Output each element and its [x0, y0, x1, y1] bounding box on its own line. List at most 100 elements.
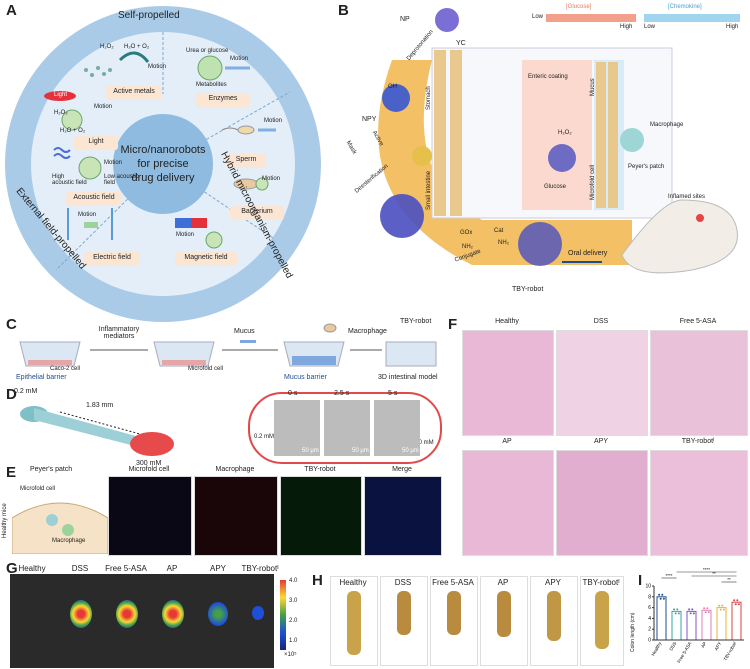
bar-3: [701, 609, 712, 641]
h-label-ap: AP: [497, 578, 509, 587]
x-tick-label: APY: [714, 641, 723, 651]
g-mouse-5-signal: [208, 602, 228, 626]
y-tick-label: 0: [648, 638, 651, 644]
g-label-dss: DSS: [71, 564, 89, 573]
anno-motion-8: Motion: [176, 232, 195, 238]
active-metal-particles-icon: [84, 51, 150, 77]
item-light: Light: [88, 138, 104, 145]
anno-motion-7: Motion: [262, 176, 281, 182]
h-label-healthy: Healthy: [339, 578, 367, 587]
c-model3d: 3D intestinal model: [378, 374, 438, 381]
anno-low-acoustic: Low acoustic field: [104, 174, 139, 186]
anno-motion-3: Motion: [94, 104, 113, 110]
data-point: [704, 611, 707, 614]
item-electric: Electric field: [93, 254, 131, 261]
label-mucus: Mucus: [590, 78, 596, 96]
item-bacterium: Bacterium: [241, 208, 273, 215]
h-label-dss: DSS: [394, 578, 412, 587]
g-mouse-3-signal: [116, 600, 138, 628]
f-label-ap: AP: [502, 438, 512, 445]
f-tile-healthy: [462, 330, 554, 436]
significance-label: ****: [703, 567, 710, 572]
panel-e-label: E: [6, 464, 17, 481]
h-colon-4: [480, 576, 528, 666]
data-point: [659, 597, 662, 600]
c-mucus: Mucus: [234, 328, 255, 335]
anno-high-acoustic: High acoustic field: [52, 174, 87, 186]
g-label-tby: TBY-robotᴵ: [241, 564, 279, 573]
anno-h2o2-1: H₂O₂: [100, 44, 114, 50]
panel-b: B NP YC NPY OH Deprotonation Mask Active…: [332, 0, 750, 310]
e-tby: TBY-robot: [304, 466, 336, 473]
e-microfold-cell: Microfold cell: [128, 466, 170, 473]
data-point: [737, 603, 740, 606]
item-active-metals: Active metals: [113, 88, 155, 95]
g-scale-unit: ×10⁵: [284, 652, 297, 658]
label-tby: TBY-robot: [512, 286, 544, 293]
label-oral: Oral delivery: [568, 250, 608, 257]
ring-top-label: Self-propelled: [118, 10, 180, 21]
f-tile-free-5asa: [650, 330, 748, 436]
label-low2: Low: [644, 24, 656, 30]
data-point: [736, 599, 739, 602]
panel-a-label: A: [6, 2, 17, 19]
bar-0: [656, 596, 667, 641]
anno-motion-2: Motion: [230, 56, 249, 62]
data-point: [722, 608, 725, 611]
panel-a-diagram: [5, 6, 321, 322]
e-macrophage-image: [194, 476, 278, 556]
label-high1: High: [620, 24, 633, 30]
anno-metabolites: Metabolites: [196, 82, 227, 88]
bar-1: [671, 610, 682, 641]
enzyme-sphere-icon: [197, 55, 250, 81]
bar-2: [686, 610, 697, 641]
bar-5: [731, 601, 742, 641]
label-glucose: Glucose: [544, 184, 567, 190]
g-image-strip: [10, 574, 274, 668]
c-inflam: Inflammatory mediators: [98, 326, 140, 340]
label-stomach: Stomach: [426, 86, 432, 110]
magnet-icon: [175, 218, 223, 249]
anno-motion-4: Motion: [104, 160, 123, 166]
label-h2o2: H₂O₂: [558, 130, 572, 136]
f-label-dss: DSS: [593, 318, 609, 325]
panel-d: D 0.2 mM 1.83 mm 300 mM 0.2 mM 300 mM 0 …: [0, 386, 442, 467]
item-sperm: Sperm: [235, 156, 257, 163]
e-microfold-image: [108, 476, 192, 556]
data-point: [721, 604, 724, 607]
c-epithelial: Epithelial barrier: [16, 374, 67, 381]
electric-field-icon: [67, 208, 113, 240]
item-acoustic: Acoustic field: [73, 194, 115, 201]
panel-c: C Inflammatory mediators Mucus Macrophag…: [0, 316, 440, 384]
y-tick-label: 6: [648, 605, 651, 611]
data-point: [689, 612, 692, 615]
bar-4: [716, 607, 727, 641]
x-tick-label: DSS: [668, 641, 677, 652]
g-tick-2: 2.0: [289, 618, 298, 624]
data-point: [706, 607, 709, 610]
g-mouse-4-signal: [162, 600, 184, 628]
y-tick-label: 2: [648, 627, 651, 633]
anno-h2o-o2-2: H₂O + O₂: [60, 128, 86, 134]
panel-g: G Healthy DSS Free 5-ASA AP APY TBY-robo…: [0, 560, 310, 669]
e-macrophage-small: Macrophage: [52, 538, 86, 544]
data-point: [719, 608, 722, 611]
f-tile-dss: [556, 330, 648, 436]
anno-h2o2-2: H₂O₂: [54, 110, 68, 116]
i-ylabel: Colon length (cm): [630, 612, 636, 652]
panel-c-diagram: [19, 323, 437, 367]
g-label-healthy: Healthy: [18, 564, 46, 573]
label-low1: Low: [532, 14, 544, 20]
h-colon-6: [580, 576, 624, 666]
data-point: [661, 593, 664, 596]
h-colon-5: [530, 576, 578, 666]
anno-urea: Urea or glucose: [186, 48, 229, 54]
c-caco: Caco-2 cell: [50, 366, 81, 372]
g-tick-1: 1.0: [289, 638, 298, 644]
d-c300: 300 mM: [136, 460, 162, 467]
d-frame-0: [274, 400, 320, 456]
panel-e: E Healthy mice Peyer's patch Microfold c…: [0, 464, 442, 556]
item-enzymes: Enzymes: [208, 95, 238, 102]
